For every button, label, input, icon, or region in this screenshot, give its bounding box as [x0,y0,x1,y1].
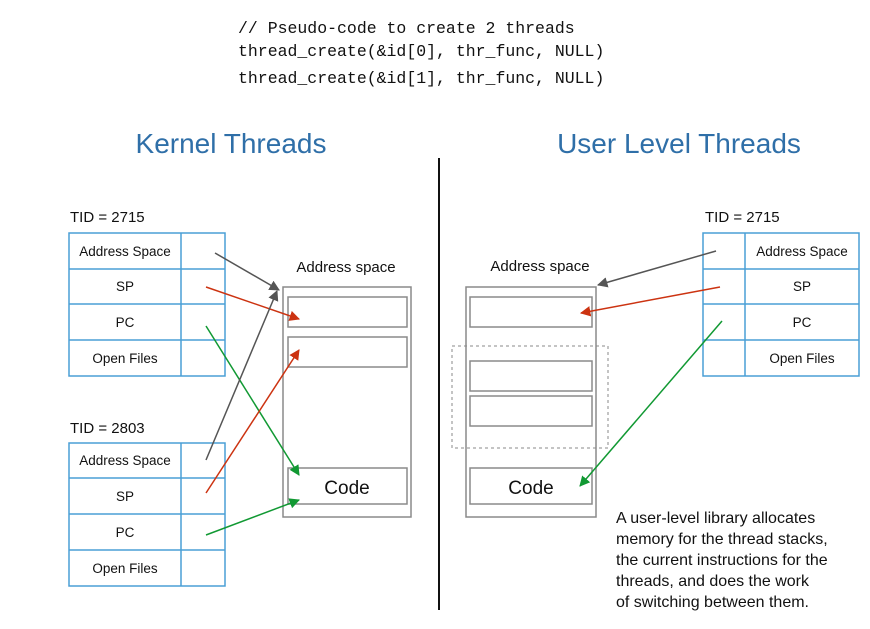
kernel-threads-heading: Kernel Threads [136,128,327,159]
arrow-tcb2-pc [205,498,300,536]
code-line-comment: // Pseudo-code to create 2 threads [238,19,575,38]
user-code-segment [469,467,593,505]
kernel-tcb2-sp: SP [116,489,134,504]
kernel-tcb-2715: Address Space SP PC Open Files [68,232,226,377]
user-tid-2715: TID = 2715 [705,209,780,226]
note-line-2: memory for the thread stacks, [616,531,828,548]
kernel-address-space: Code [282,286,412,518]
user-tcb-sp: SP [793,279,811,294]
arrow-tcb2-address-space [205,290,279,461]
arrow-tcb1-pc [205,325,300,476]
kernel-tcb-2803: Address Space SP PC Open Files [68,442,226,587]
code-line-create-0: thread_create(&id[0], thr_func, NULL) [238,42,604,61]
kernel-tcb1-pc: PC [116,315,135,330]
user-stack-2 [469,395,593,427]
user-library-stacks-region [451,345,609,449]
arrow-tcb2-sp [205,349,300,494]
kernel-stack-2 [287,336,408,368]
kernel-tcb1-open-files: Open Files [92,351,158,366]
kernel-tid-2803: TID = 2803 [70,420,145,437]
user-level-note: A user-level library allocates memory fo… [616,510,828,611]
user-stack-1 [469,360,593,392]
pseudo-code-block: // Pseudo-code to create 2 threads threa… [238,19,604,88]
note-line-1: A user-level library allocates [616,510,815,527]
kernel-tcb2-open-files: Open Files [92,561,158,576]
arrow-user-address-space [596,250,717,288]
kernel-code-segment [287,467,408,505]
note-line-4: threads, and does the work [616,573,810,590]
arrow-user-pc [579,320,723,487]
kernel-tcb1-address-space: Address Space [79,244,171,259]
user-address-space: Code [451,286,609,518]
user-tcb-pc: PC [793,315,812,330]
kernel-tcb1-sp: SP [116,279,134,294]
kernel-address-space-label: Address space [296,259,395,276]
arrow-user-sp [579,286,721,317]
note-line-3: the current instructions for the [616,552,828,569]
arrow-tcb1-address-space [214,252,280,291]
user-tcb-open-files: Open Files [769,351,835,366]
kernel-tcb2-address-space: Address Space [79,453,171,468]
user-stack-main [469,296,593,328]
kernel-arrows [205,252,300,536]
user-arrows [579,250,723,487]
user-address-space-label: Address space [490,258,589,275]
note-line-5: of switching between them. [616,594,809,611]
user-tcb-address-space: Address Space [756,244,848,259]
user-threads-heading: User Level Threads [557,128,801,159]
kernel-tcb2-pc: PC [116,525,135,540]
user-code-label: Code [508,478,553,499]
code-line-create-1: thread_create(&id[1], thr_func, NULL) [238,69,604,88]
kernel-tid-2715: TID = 2715 [70,209,145,226]
kernel-code-label: Code [324,478,369,499]
arrow-tcb1-sp [205,286,300,321]
user-tcb-2715: Address Space SP PC Open Files [702,232,860,377]
kernel-stack-1 [287,296,408,328]
